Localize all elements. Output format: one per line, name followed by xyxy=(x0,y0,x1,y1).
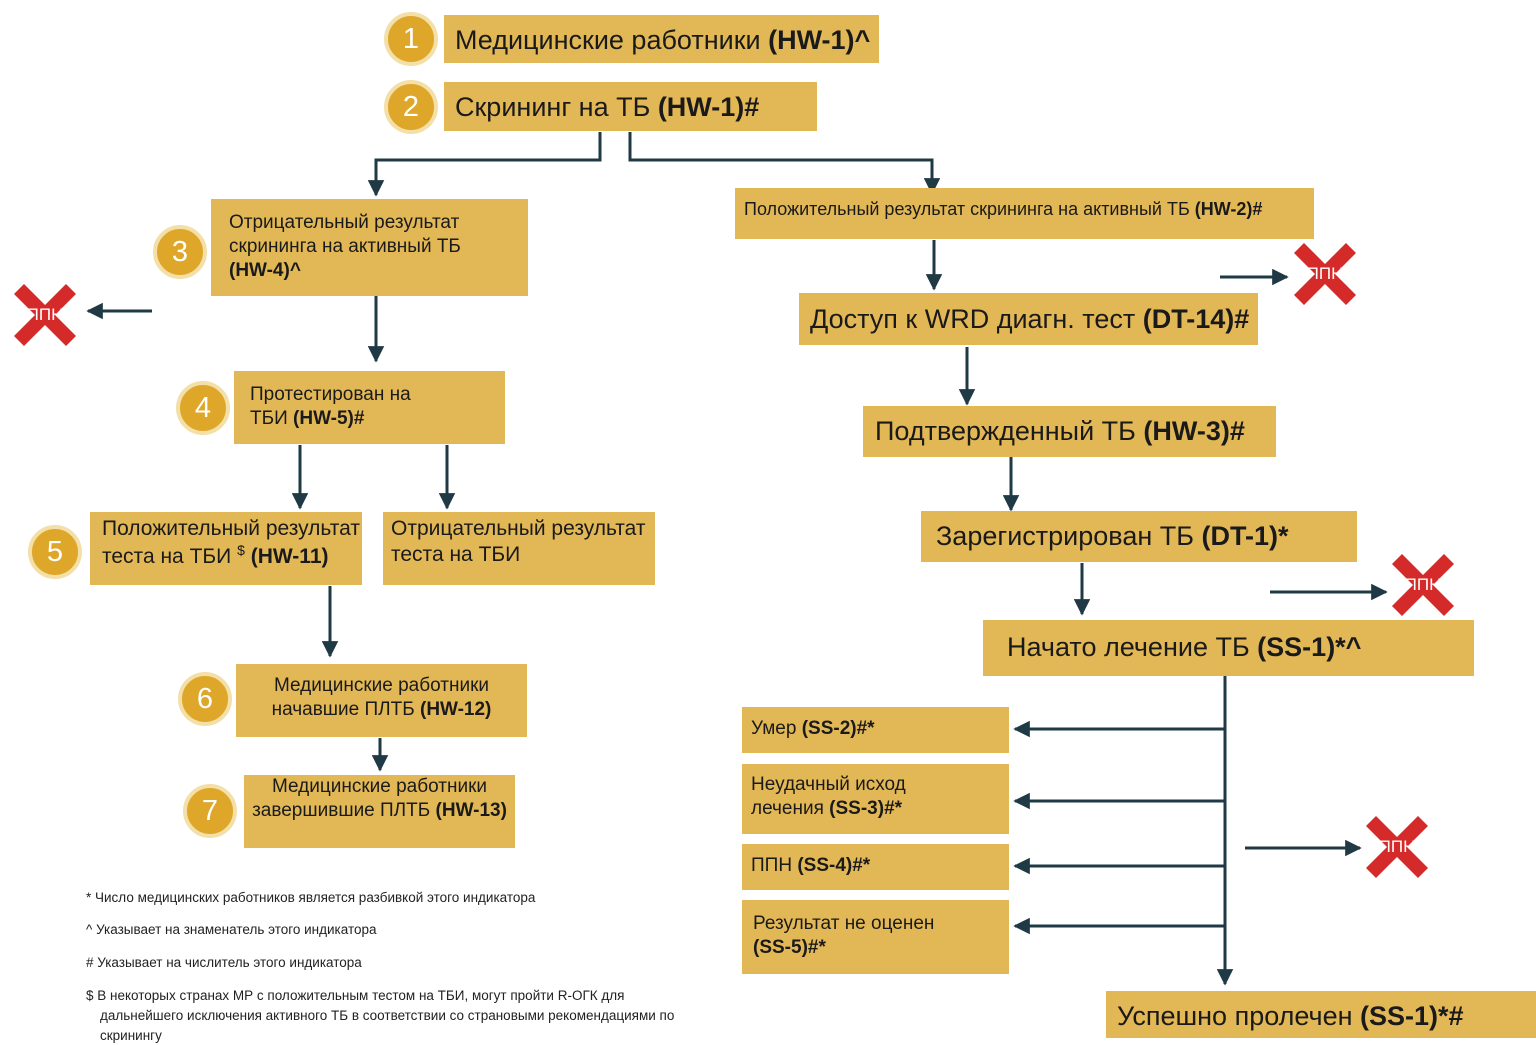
ltfu-cross-icon: ППН xyxy=(10,280,80,350)
footnote-breakdown: * Число медицинских работников является … xyxy=(86,890,536,905)
box-not-evaluated: Результат не оценен(SS-5)#* xyxy=(742,900,1009,974)
box-ltfu-label: ППН (SS-4)#* xyxy=(751,855,871,876)
box-treatment-started: Начато лечение ТБ (SS-1)*^ xyxy=(983,620,1474,676)
step-3-badge: 3 xyxy=(153,225,207,279)
arrow-2-to-r1 xyxy=(628,132,941,195)
footnote-xray-line3: скринингу xyxy=(100,1028,162,1043)
step-4-badge: 4 xyxy=(176,381,230,435)
ltfu-cross-icon: ППН xyxy=(1388,550,1458,620)
ltfu-cross-label: ППН xyxy=(1404,575,1442,594)
box-registered-tb: Зарегистрирован ТБ (DT-1)* xyxy=(921,511,1357,562)
ltfu-cross-label: ППН xyxy=(1306,264,1344,283)
box-treatment-success: Успешно пролечен (SS-1)*# xyxy=(1106,991,1536,1038)
box-died-label: Умер (SS-2)#* xyxy=(751,718,875,739)
step-2-badge: 2 xyxy=(384,80,438,134)
step-1-badge: 1 xyxy=(384,12,438,66)
footnote-xray-line2: дальнейшего исключения активного ТБ в со… xyxy=(100,1008,675,1023)
box-confirmed-tb: Подтвержденный ТБ (HW-3)# xyxy=(863,406,1276,457)
box-treatment-started-label: Начато лечение ТБ (SS-1)*^ xyxy=(1007,632,1362,662)
ltfu-cross-label: ППН xyxy=(26,305,64,324)
box-registered-tb-label: Зарегистрирован ТБ (DT-1)* xyxy=(936,521,1289,551)
arrow-2-to-3 xyxy=(367,132,602,197)
box-tb-screening-label: Скрининг на ТБ (HW-1)# xyxy=(455,92,760,122)
footnote-denominator: ^ Указывает на знаменатель этого индикат… xyxy=(86,922,377,937)
step-5-badge: 5 xyxy=(28,525,82,579)
ltfu-cross-label: ППН xyxy=(1378,837,1416,856)
ltfu-cross-icon: ППН xyxy=(1362,812,1432,882)
box-positive-screening: Положительный результат скрининга на акт… xyxy=(735,188,1314,239)
step-6-badge: 6 xyxy=(178,672,232,726)
box-died: Умер (SS-2)#* xyxy=(742,707,1009,753)
box-ltfu: ППН (SS-4)#* xyxy=(742,844,1009,890)
box-not-evaluated-label: Результат не оценен(SS-5)#* xyxy=(753,913,935,958)
footnote-xray-line1: $ В некоторых странах МР с положительным… xyxy=(86,988,625,1003)
step-7-badge: 7 xyxy=(183,784,237,838)
box-wrd-test: Доступ к WRD диагн. тест (DT-14)# xyxy=(799,293,1258,345)
box-treatment-success-label: Успешно пролечен (SS-1)*# xyxy=(1117,1001,1464,1031)
box-confirmed-tb-label: Подтвержденный ТБ (HW-3)# xyxy=(875,416,1245,446)
box-health-workers: Медицинские работники (HW-1)^ xyxy=(444,15,879,63)
box-tb-screening: Скрининг на ТБ (HW-1)# xyxy=(444,82,817,131)
box-positive-screening-label: Положительный результат скрининга на акт… xyxy=(744,199,1263,219)
box-wrd-test-label: Доступ к WRD диагн. тест (DT-14)# xyxy=(810,304,1250,334)
ltfu-cross-icon: ППН xyxy=(1290,239,1360,309)
footnote-numerator: # Указывает на числитель этого индикатор… xyxy=(86,955,362,970)
box-health-workers-label: Медицинские работники (HW-1)^ xyxy=(455,25,871,55)
